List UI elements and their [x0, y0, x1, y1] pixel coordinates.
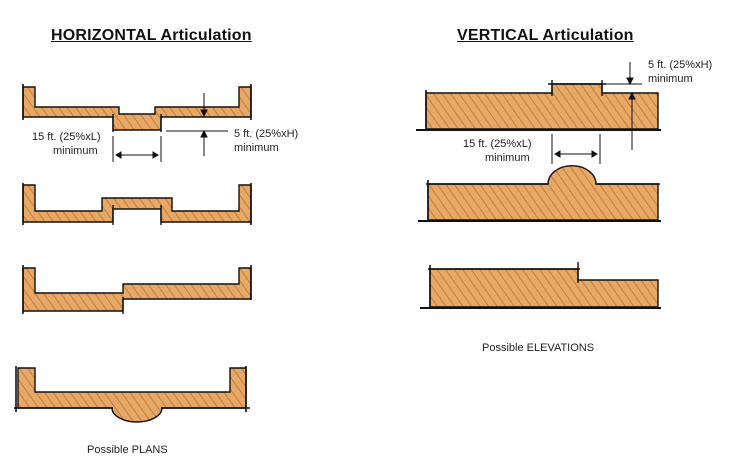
plans-caption: Possible PLANS: [87, 444, 168, 456]
elevation-raised-block: [416, 80, 661, 131]
plan-offset-wall: [22, 265, 252, 314]
plan-projecting-bay: [22, 183, 252, 225]
plan-curved-bay: [14, 366, 250, 423]
plan-depth-label: 5 ft. (25%xH) minimum: [234, 127, 298, 155]
plan-length-value: 15 ft. (25%xL): [32, 131, 101, 143]
plan-length-label: 15 ft. (25%xL) minimum: [32, 130, 100, 158]
vertical-articulation-title: VERTICAL Articulation: [457, 27, 634, 44]
plan-length-minimum: minimum: [53, 145, 98, 157]
elevation-length-value: 15 ft. (25%xL): [463, 138, 532, 150]
elevation-stepped-roof: [420, 262, 661, 309]
horizontal-articulation-title: HORIZONTAL Articulation: [51, 27, 252, 44]
elevation-height-value: 5 ft. (25%xH): [648, 59, 713, 71]
plan-depth-value: 5 ft. (25%xH): [234, 128, 299, 140]
elevation-length-minimum: minimum: [485, 152, 530, 164]
elevations-caption: Possible ELEVATIONS: [482, 342, 595, 354]
elevation-length-label: 15 ft. (25%xL) minimum: [463, 137, 531, 165]
plan-dimension-marks: [112, 93, 228, 162]
elevation-curved-parapet: [418, 165, 661, 222]
plan-depth-minimum: minimum: [234, 142, 279, 154]
elevation-height-minimum: minimum: [648, 73, 693, 85]
plan-recessed-bay: [22, 84, 252, 132]
elevation-height-label: 5 ft. (25%xH) minimum: [648, 58, 712, 86]
elevation-dimension-marks: [551, 62, 642, 164]
